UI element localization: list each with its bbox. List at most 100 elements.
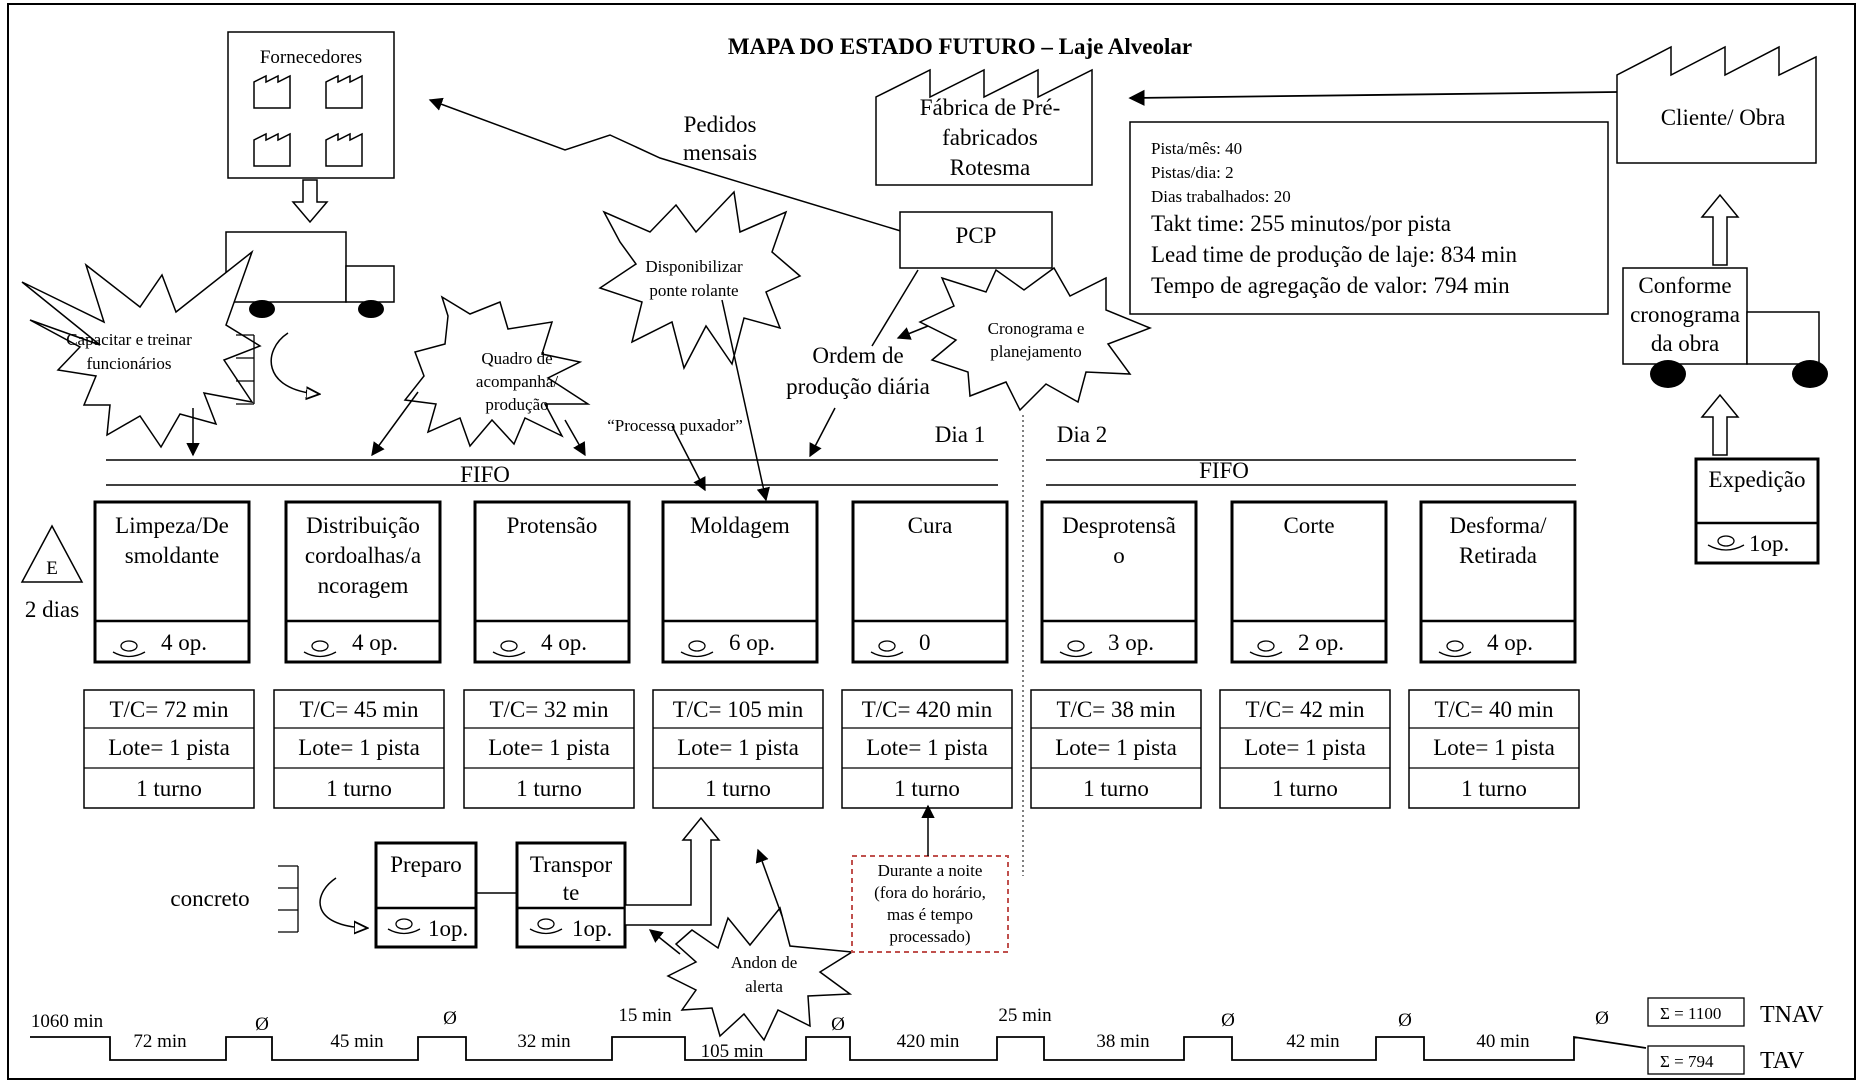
process-name: Distribuição bbox=[306, 513, 420, 538]
label-va: TAV bbox=[1760, 1048, 1805, 1074]
inventory: E 2 dias bbox=[22, 526, 82, 622]
transporte-name-1: Transpor bbox=[530, 852, 613, 877]
sum-va: Σ = 794 bbox=[1660, 1052, 1714, 1071]
non-value-added-time: Ø bbox=[255, 1014, 269, 1035]
truck-label-1: Conforme bbox=[1638, 273, 1731, 298]
kaizen-1-line1: Capacitar e treinar bbox=[66, 330, 192, 349]
non-value-added-time: Ø bbox=[1398, 1010, 1412, 1031]
shift: 1 turno bbox=[516, 776, 582, 801]
andon-arrow bbox=[758, 850, 782, 916]
kaizen-burst-4 bbox=[920, 268, 1150, 410]
schedule-truck: Conforme cronograma da obra bbox=[1623, 268, 1828, 388]
lot-size: Lote= 1 pista bbox=[1055, 735, 1177, 760]
value-added-time: Tempo de agregação de valor: 794 min bbox=[1151, 273, 1510, 298]
lot-size: Lote= 1 pista bbox=[866, 735, 988, 760]
kaizen-burst-1 bbox=[22, 252, 260, 447]
timeline-start: 1060 min bbox=[31, 1011, 104, 1032]
lead-time: Lead time de produção de laje: 834 min bbox=[1151, 242, 1517, 267]
kaizen-3-line1: Disponibilizar bbox=[645, 257, 743, 276]
night-note-3: mas é tempo bbox=[887, 905, 973, 924]
label-nva: TNAV bbox=[1760, 1002, 1824, 1028]
shift: 1 turno bbox=[705, 776, 771, 801]
suppliers-label: Fornecedores bbox=[260, 47, 362, 68]
non-value-added-time: Ø bbox=[1221, 1010, 1235, 1031]
preparo-process: Preparo 1op. bbox=[376, 843, 476, 947]
process-3: Protensão4 op.T/C= 32 minLote= 1 pista1 … bbox=[464, 502, 634, 808]
kaizen-4-line2: planejamento bbox=[990, 342, 1082, 361]
process-operators: 3 op. bbox=[1108, 630, 1154, 655]
go-see-arrow-icon bbox=[320, 878, 366, 928]
shift: 1 turno bbox=[1272, 776, 1338, 801]
preparo-operators: 1op. bbox=[428, 916, 468, 941]
process-name: cordoalhas/a bbox=[305, 543, 421, 568]
customer: Cliente/ Obra bbox=[1617, 47, 1816, 163]
transporte-operators: 1op. bbox=[572, 916, 612, 941]
factory: Fábrica de Pré- fabricados Rotesma bbox=[876, 70, 1092, 185]
timeline-ladder bbox=[30, 1037, 1646, 1060]
process-name: Limpeza/De bbox=[115, 513, 229, 538]
process-operators: 4 op. bbox=[352, 630, 398, 655]
info-arrow bbox=[810, 408, 835, 456]
shift: 1 turno bbox=[894, 776, 960, 801]
day-1-label: Dia 1 bbox=[935, 422, 985, 447]
truck-label-3: da obra bbox=[1651, 331, 1719, 356]
andon-arrow bbox=[650, 930, 680, 954]
improvement-arrow bbox=[565, 420, 585, 455]
timeline-totals: Σ = 1100 TNAV Σ = 794 TAV bbox=[1648, 998, 1824, 1074]
sum-nva: Σ = 1100 bbox=[1660, 1004, 1721, 1023]
day-2-label: Dia 2 bbox=[1057, 422, 1107, 447]
process-name: Moldagem bbox=[690, 513, 790, 538]
cycle-time: T/C= 72 min bbox=[109, 697, 229, 722]
shift: 1 turno bbox=[136, 776, 202, 801]
factory-label-1: Fábrica de Pré- bbox=[920, 95, 1061, 120]
cycle-time: T/C= 40 min bbox=[1434, 697, 1554, 722]
push-arrow-icon bbox=[1702, 195, 1738, 265]
suppliers: Fornecedores bbox=[228, 32, 394, 178]
process-boxes: Limpeza/De smoldante 4 op. T/C= 72 minLote=… bbox=[84, 502, 1579, 808]
process-5: Cura 0T/C= 420 minLote= 1 pista 1 turno bbox=[842, 502, 1012, 808]
truck-label-2: cronograma bbox=[1630, 302, 1740, 327]
value-added-time: 45 min bbox=[330, 1031, 384, 1052]
process-7: Corte2 op.T/C= 42 minLote= 1 pista1 turn… bbox=[1220, 502, 1390, 808]
process-name: smoldante bbox=[125, 543, 220, 568]
cycle-time: T/C= 45 min bbox=[299, 697, 419, 722]
inventory-label: 2 dias bbox=[25, 597, 79, 622]
process-name: Corte bbox=[1283, 513, 1334, 538]
cycle-time: T/C= 105 min bbox=[673, 697, 804, 722]
kaizen-2-line1: Quadro de bbox=[481, 349, 552, 368]
process-operators: 6 op. bbox=[729, 630, 775, 655]
non-value-added-time: Ø bbox=[443, 1008, 457, 1029]
cycle-time: T/C= 420 min bbox=[862, 697, 993, 722]
shift: 1 turno bbox=[1461, 776, 1527, 801]
info-box: Pista/mês: 40 Pistas/dia: 2 Dias trabalh… bbox=[1130, 122, 1608, 314]
improvement-arrow bbox=[372, 392, 418, 455]
process-operators: 4 op. bbox=[541, 630, 587, 655]
night-note-2: (fora do horário, bbox=[874, 883, 986, 902]
timeline: 1060 min72 min45 min32 min105 min420 min… bbox=[30, 1005, 1646, 1062]
orders-label-2: mensais bbox=[683, 140, 757, 165]
value-added-time: 72 min bbox=[133, 1031, 187, 1052]
concrete-label: concreto bbox=[170, 886, 249, 911]
process-6: Desprotensão3 op.T/C= 38 minLote= 1 pist… bbox=[1031, 502, 1201, 808]
shipping-label: Expedição bbox=[1708, 467, 1805, 492]
process-operators: 4 op. bbox=[1487, 630, 1533, 655]
process-name: Cura bbox=[908, 513, 953, 538]
pull-process-label: “Processo puxador” bbox=[607, 416, 743, 435]
kaizen-1-line2: funcionários bbox=[87, 354, 172, 373]
takt-time: Takt time: 255 minutos/por pista bbox=[1151, 211, 1451, 236]
value-added-time: 40 min bbox=[1476, 1031, 1530, 1052]
non-value-added-time: Ø bbox=[831, 1014, 845, 1035]
shift: 1 turno bbox=[1083, 776, 1149, 801]
page-title: MAPA DO ESTADO FUTURO – Laje Alveolar bbox=[728, 34, 1192, 59]
non-value-added-time: Ø bbox=[1595, 1008, 1609, 1029]
electronic-info-arrow bbox=[430, 100, 904, 232]
schedule-board-icon bbox=[278, 866, 298, 932]
non-value-added-time: 15 min bbox=[618, 1005, 672, 1026]
cycle-time: T/C= 38 min bbox=[1056, 697, 1176, 722]
process-operators: 0 bbox=[919, 630, 931, 655]
night-note-4: processado) bbox=[889, 927, 970, 946]
preparo-name: Preparo bbox=[390, 852, 462, 877]
shipping-operators: 1op. bbox=[1749, 531, 1789, 556]
